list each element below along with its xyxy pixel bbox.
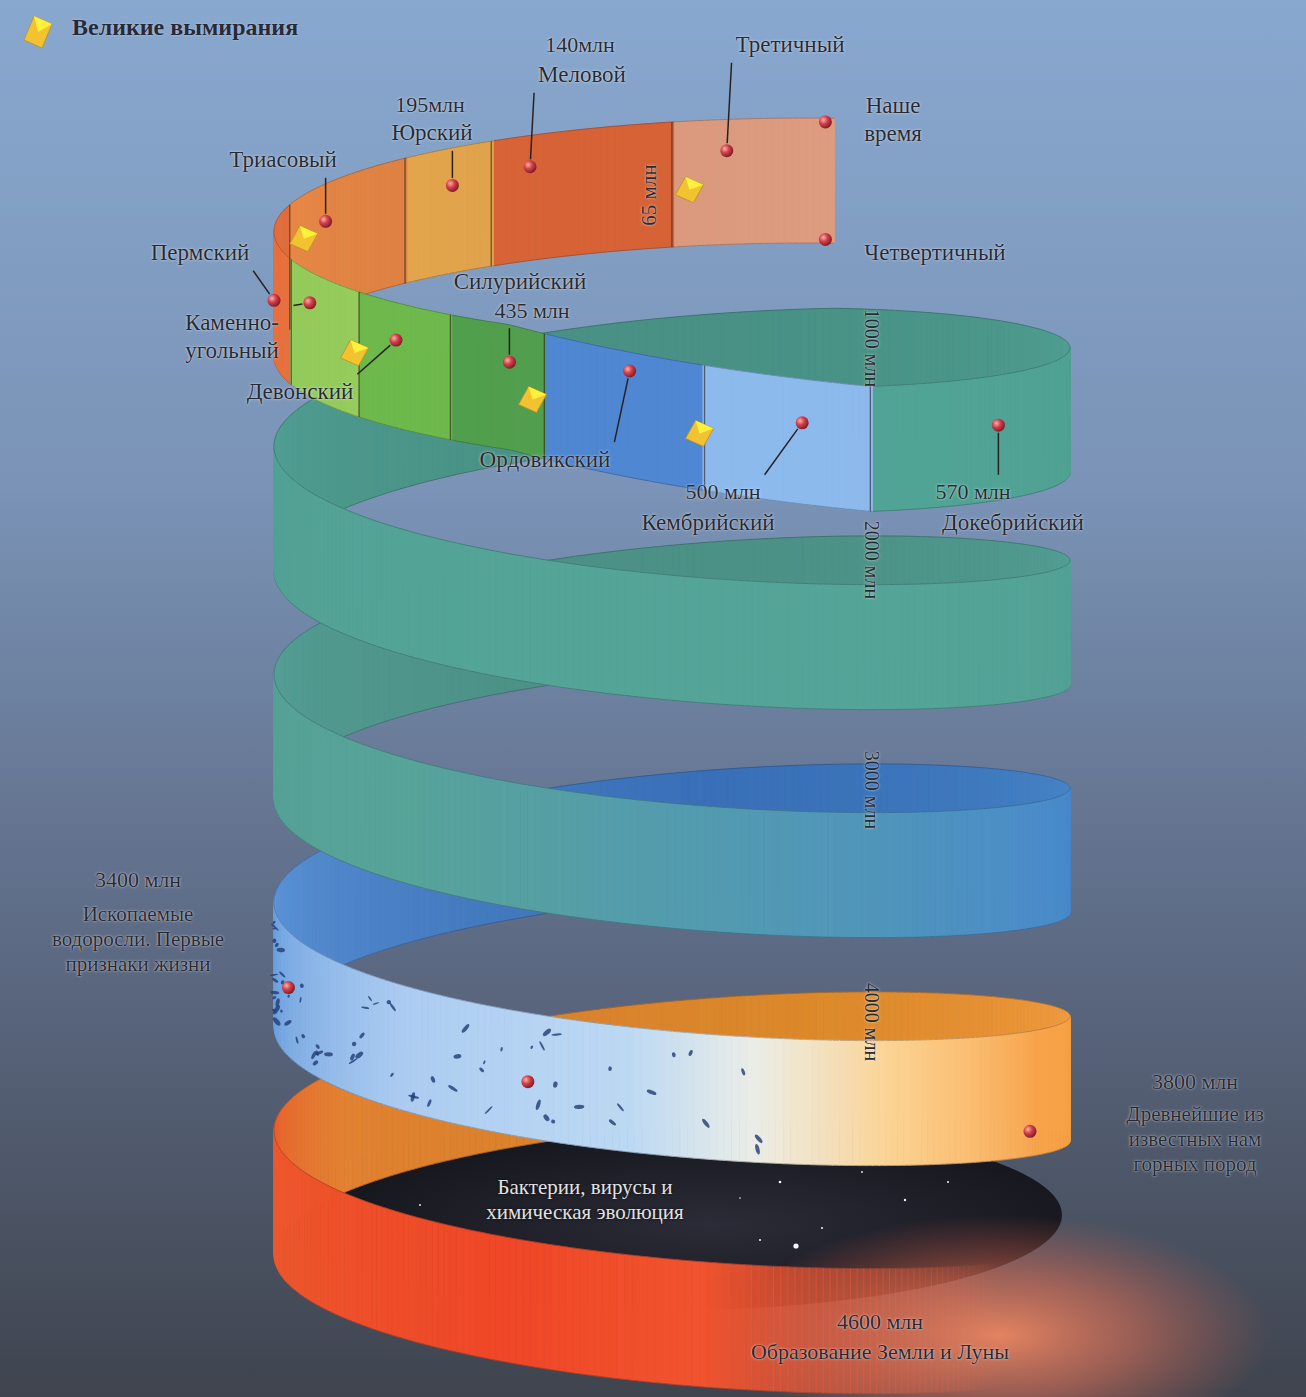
timeline-stage: Великие вымиранияТретичный140млнМеловой1… bbox=[0, 0, 1306, 1397]
